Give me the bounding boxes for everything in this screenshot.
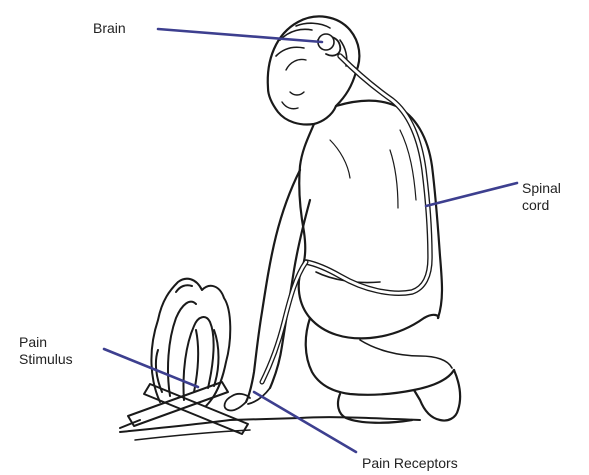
head: [268, 16, 360, 124]
pain-receptors-leader-line: [254, 392, 356, 452]
pain-stimulus-label-line2: Stimulus: [19, 351, 73, 368]
brain-leader-line: [158, 29, 322, 42]
spinal-cord-label-line2: cord: [522, 197, 561, 214]
pain-stimulus-label: Pain Stimulus: [19, 334, 73, 368]
spinal-cord-leader-line: [426, 183, 517, 206]
leader-lines: [104, 29, 517, 452]
spinal-cord-path: [306, 56, 430, 293]
pain-receptors-label: Pain Receptors: [362, 455, 458, 472]
ground-shadow: [120, 417, 420, 440]
hip: [299, 268, 439, 338]
spinal-cord-label-line1: Spinal: [522, 180, 561, 197]
pain-stimulus-label-line1: Pain: [19, 334, 73, 351]
child-figure: [225, 16, 461, 422]
spinal-cord-label: Spinal cord: [522, 180, 561, 214]
brain-label: Brain: [93, 20, 126, 37]
